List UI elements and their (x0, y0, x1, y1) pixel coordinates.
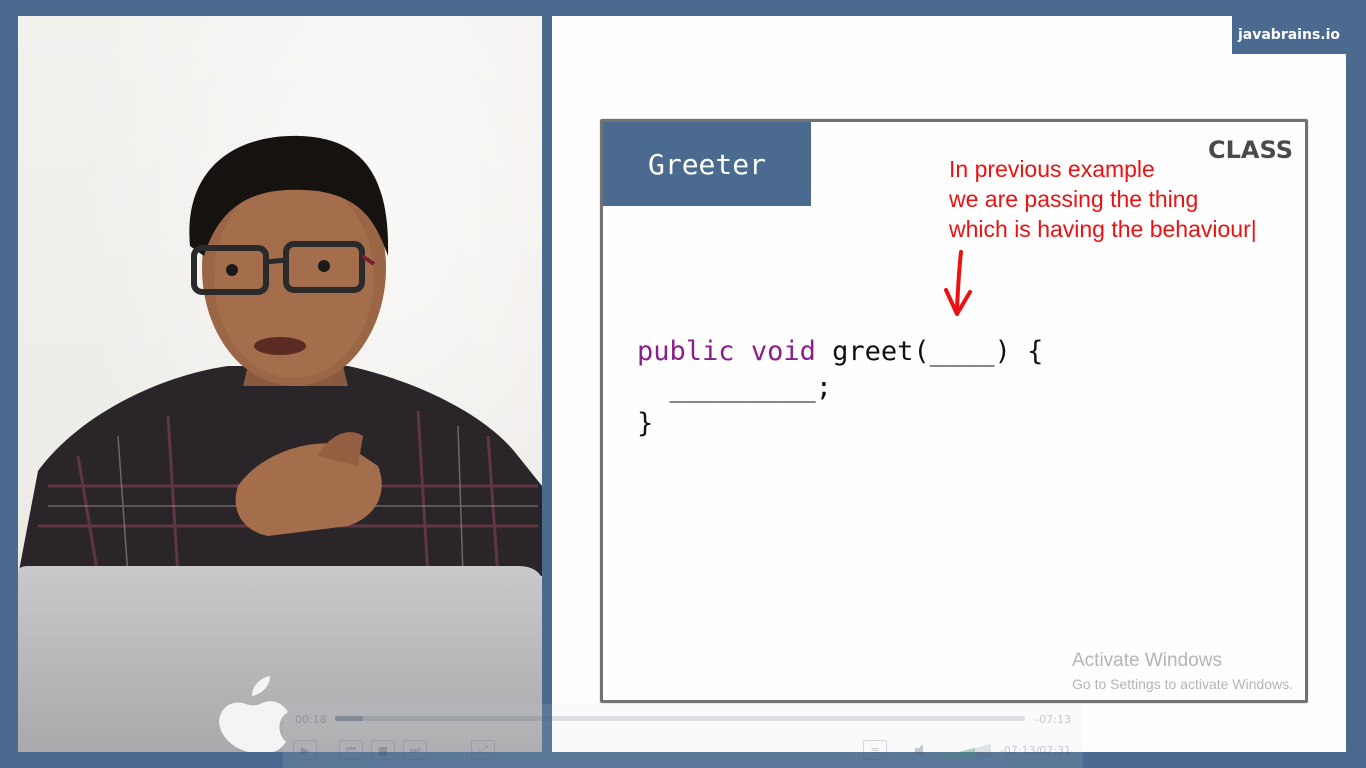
code-line-body: _________; (637, 372, 833, 403)
code-line-signature: public void greet(____) { (637, 334, 1043, 370)
slide: javabrains.io Greeter CLASS In previous … (552, 16, 1346, 752)
class-name: Greeter (603, 122, 811, 206)
seek-progress (335, 716, 363, 721)
brand-logo: javabrains.io (1232, 16, 1346, 54)
playlist-icon[interactable]: ≡ (863, 740, 887, 760)
previous-icon[interactable]: ⏮ (339, 740, 363, 760)
video-player-controls: 00:18 -07:13 ▶ ⏮ ■ ⏭ ⤢ ≡ -07:13/07:31 (283, 704, 1083, 768)
remaining-time: -07:13 (1035, 713, 1071, 726)
annotation-line: In previous example (949, 156, 1155, 182)
class-diagram: Greeter CLASS In previous example we are… (600, 119, 1308, 703)
presenter-figure (18, 135, 542, 577)
stop-icon[interactable]: ■ (371, 740, 395, 760)
keyword-public: public (637, 336, 735, 367)
laptop (18, 566, 542, 752)
annotation-line: we are passing the thing (949, 186, 1199, 212)
elapsed-time: 00:18 (295, 713, 327, 726)
method-signature: greet(____) { (815, 336, 1044, 367)
fullscreen-icon[interactable]: ⤢ (471, 740, 495, 760)
next-icon[interactable]: ⏭ (403, 740, 427, 760)
code-block: public void greet(____) { _________; } (637, 334, 1043, 442)
watermark-title: Activate Windows (1072, 650, 1222, 671)
activate-windows-watermark: Activate Windows Go to Settings to activ… (1072, 650, 1293, 692)
volume-slider[interactable] (913, 742, 993, 760)
keyword-void: void (750, 336, 816, 367)
play-icon[interactable]: ▶ (293, 740, 317, 760)
seek-bar[interactable] (335, 716, 1025, 721)
apple-logo-icon (219, 676, 288, 752)
code-line-closing: } (637, 408, 654, 439)
annotation-arrow-icon (944, 250, 972, 316)
watermark-subtitle: Go to Settings to activate Windows. (1072, 676, 1293, 692)
annotation-line: which is having the behaviour| (949, 216, 1257, 242)
total-time: -07:13/07:31 (999, 744, 1071, 757)
annotation-text: In previous example we are passing the t… (949, 154, 1257, 244)
presenter-video (18, 16, 542, 752)
class-label: CLASS (1208, 136, 1293, 164)
